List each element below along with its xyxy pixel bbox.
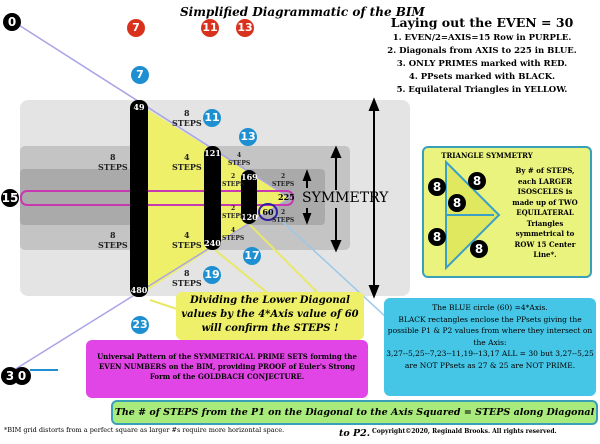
triangle-box-title: TRIANGLE SYMMETRY xyxy=(441,151,533,160)
upper-diagonal xyxy=(13,21,291,199)
eight-circle: 8 xyxy=(468,172,486,190)
instructions-heading: Laying out the EVEN = 30 xyxy=(390,15,574,30)
axis-value: 225 xyxy=(278,192,295,202)
lower-diagonal xyxy=(13,197,291,371)
blue-box-line: BLACK rectangles enclose the PPsets givi… xyxy=(387,314,593,347)
eight-circle: 8 xyxy=(448,194,466,212)
prime-7-red: 7 xyxy=(127,19,145,37)
blue-box-line: 3,27--5,25--7,23--11,19--13,17 ALL = 30 … xyxy=(386,349,594,370)
eight-circle: 8 xyxy=(470,240,488,258)
blue-circle-60: 60 xyxy=(258,203,278,221)
bar-top-value: 49 xyxy=(133,102,145,112)
blue-info-box: The BLUE circle (60) =4*Axis. BLACK recta… xyxy=(384,298,596,396)
instruction-item: 3. ONLY PRIMES marked with RED. xyxy=(396,59,568,69)
prime-11-blue: 11 xyxy=(203,109,221,127)
symmetry-label: SYMMETRY xyxy=(302,190,389,206)
bar-top-value: 121 xyxy=(204,148,221,158)
eight-circle: 8 xyxy=(428,228,446,246)
footnote: *BIM grid distorts from a perfect square… xyxy=(4,426,285,434)
eight-circle: 8 xyxy=(428,178,446,196)
ppset-bar-49-480: 49 480 xyxy=(130,100,148,297)
triangle-symmetry-box: TRIANGLE SYMMETRY 8 8 8 8 8 By # of STEP… xyxy=(422,146,592,278)
even-0-circle: 0 xyxy=(13,367,31,385)
green-rule-bar: The # of STEPS from the P1 on the Diagon… xyxy=(111,400,598,439)
prime-13-blue: 13 xyxy=(239,128,257,146)
ppset-bar-169-120: 169 120 xyxy=(241,170,258,224)
prime-13-red: 13 xyxy=(236,19,254,37)
zero-circle: 0 xyxy=(3,13,21,31)
triangle-box-text: By # of STEPS, each LARGER ISOSCELES is … xyxy=(512,166,578,259)
symmetry-arrows xyxy=(302,97,380,299)
prime-19-blue: 19 xyxy=(203,266,221,284)
callout-arrows xyxy=(149,224,321,311)
instruction-item: 2. Diagonals from AXIS to 225 in BLUE. xyxy=(387,46,577,56)
row-15-circle: 15 xyxy=(1,189,19,207)
page-title: Simplified Diagrammatic of the BIM xyxy=(180,5,425,19)
bar-bottom-value: 480 xyxy=(130,285,148,295)
prime-23-blue: 23 xyxy=(131,316,149,334)
instruction-item: 5. Equilateral Triangles in YELLOW. xyxy=(396,85,568,95)
prime-7-blue: 7 xyxy=(131,66,149,84)
instruction-item: 4. PPsets marked with BLACK. xyxy=(408,72,556,82)
blue-box-line: The BLUE circle (60) =4*Axis. xyxy=(432,303,548,312)
callout-box: Dividing the Lower Diagonal values by th… xyxy=(176,292,364,340)
prime-17-blue: 17 xyxy=(243,247,261,265)
prime-11-red: 11 xyxy=(201,19,219,37)
blue-diagonal xyxy=(269,209,401,331)
copyright: Copyright©2020, Reginald Brooks. All rig… xyxy=(372,428,557,435)
axis-row-highlight xyxy=(20,190,294,206)
bar-bottom-value: 240 xyxy=(204,238,221,248)
magenta-box: Universal Pattern of the SYMMETRICAL PRI… xyxy=(86,340,368,398)
instructions: Laying out the EVEN = 30 1. EVEN/2=AXIS=… xyxy=(372,14,592,97)
instruction-item: 1. EVEN/2=AXIS=15 Row in PURPLE. xyxy=(392,33,572,43)
bar-bottom-value: 120 xyxy=(241,212,258,222)
ppset-bar-121-240: 121 240 xyxy=(204,146,221,250)
bar-top-value: 169 xyxy=(241,172,258,182)
